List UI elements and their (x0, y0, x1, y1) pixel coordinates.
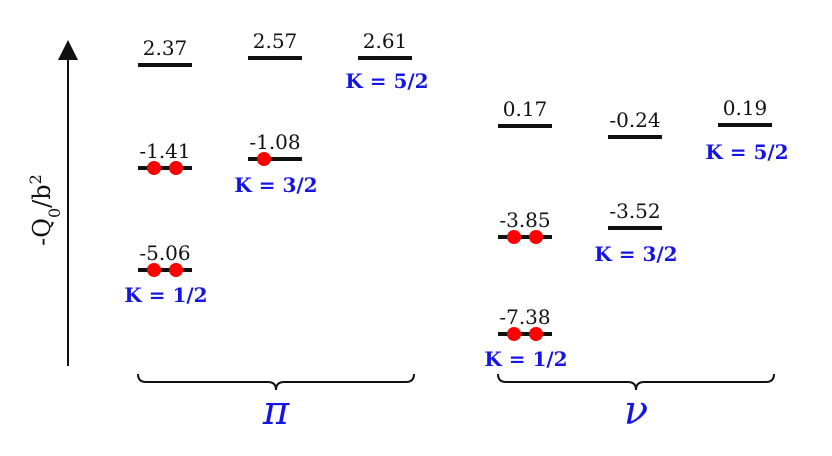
k-label: K = 3/2 (234, 173, 317, 197)
electron (257, 152, 271, 166)
level: 2.61 (358, 29, 412, 60)
k-label: K = 1/2 (484, 347, 567, 371)
level-value: 2.61 (363, 29, 408, 53)
level: 0.17 (498, 97, 552, 128)
electron (169, 263, 183, 277)
level: 0.19 (718, 96, 772, 127)
level: -7.38 (498, 305, 552, 341)
electron (169, 161, 183, 175)
level-value: 0.17 (503, 97, 548, 121)
level: -1.08 (248, 130, 302, 166)
nu-brace (497, 373, 775, 391)
y-axis-label: -Q0/b2 (26, 174, 64, 246)
level-value: -1.08 (249, 130, 300, 154)
level-value: -0.24 (609, 108, 660, 132)
level-value: 0.19 (723, 96, 768, 120)
nu-group-label: ν (624, 388, 648, 434)
level-value: 2.57 (253, 29, 298, 53)
level: 2.37 (138, 36, 192, 67)
electron (147, 161, 161, 175)
electron (507, 327, 521, 341)
level-value: -3.52 (609, 199, 660, 223)
pi-brace (137, 373, 415, 391)
electron (529, 327, 543, 341)
electron (529, 230, 543, 244)
level-value: -5.06 (139, 241, 190, 265)
level-value: -3.85 (499, 208, 550, 232)
level: -3.52 (608, 199, 662, 230)
nu-levels: 0.17 -0.24 0.19 K = 5/2 -3.85 -3.52 K = … (484, 96, 788, 371)
level-value: -1.41 (139, 139, 190, 163)
level: -0.24 (608, 108, 662, 139)
k-label: K = 1/2 (124, 283, 207, 307)
level-value: 2.37 (143, 36, 188, 60)
level: -1.41 (138, 139, 192, 175)
k-label: K = 5/2 (705, 140, 788, 164)
pi-levels: 2.37 2.57 2.61 K = 5/2 -1.41 -1.08 K = 3… (124, 29, 428, 307)
level: -3.85 (498, 208, 552, 244)
electron (147, 263, 161, 277)
electron (507, 230, 521, 244)
level-value: -7.38 (499, 305, 550, 329)
pi-group-label: π (262, 388, 290, 434)
level: -5.06 (138, 241, 192, 277)
level: 2.57 (248, 29, 302, 60)
k-label: K = 5/2 (345, 69, 428, 93)
k-label: K = 3/2 (594, 242, 677, 266)
